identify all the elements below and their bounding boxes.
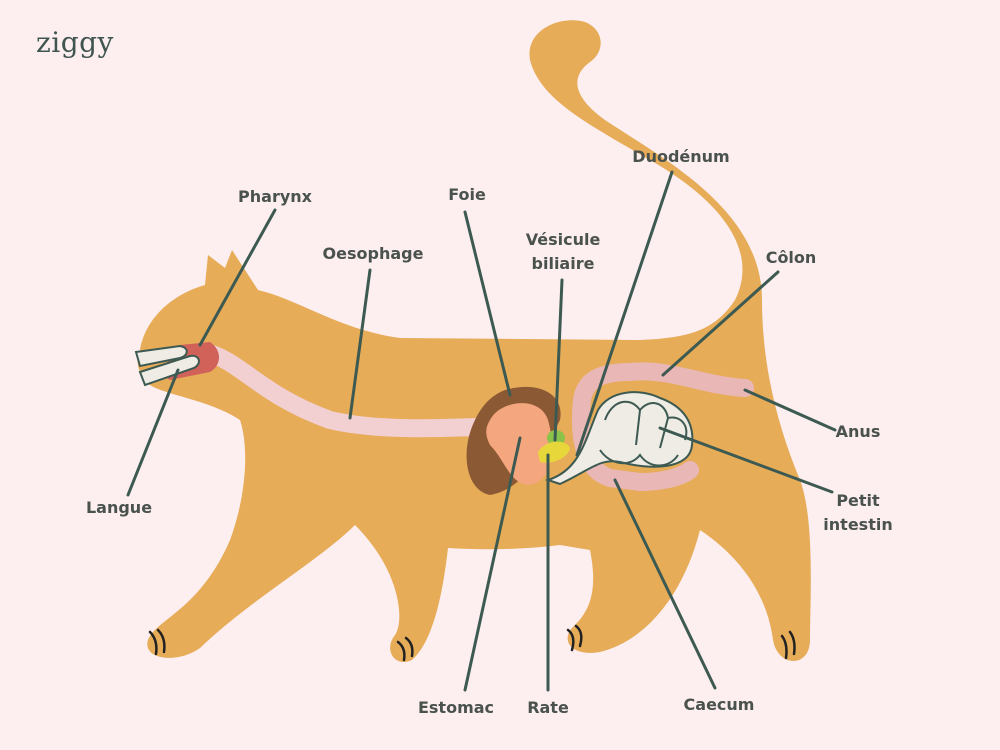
label-vesicule-biliaire: Vésicule biliaire <box>526 228 601 276</box>
label-oesophage: Oesophage <box>322 244 424 263</box>
spleen <box>538 441 570 463</box>
label-langue: Langue <box>85 498 153 517</box>
claws <box>148 624 796 662</box>
label-petit-line2: intestin <box>823 515 893 534</box>
cat-silhouette <box>137 20 811 662</box>
label-rate: Rate <box>527 698 569 717</box>
leader-lines <box>126 170 837 692</box>
label-anus: Anus <box>835 422 881 441</box>
label-vesicule-line1: Vésicule <box>525 230 601 249</box>
ziggy-logo: ziggy <box>36 26 114 59</box>
label-duodenum: Duodénum <box>632 147 730 166</box>
label-petit-intestin: Petit intestin <box>823 489 892 537</box>
label-petit-line1: Petit <box>836 491 880 510</box>
label-pharynx: Pharynx <box>238 187 312 206</box>
oesophagus <box>196 343 514 438</box>
teeth-tongue <box>134 344 200 387</box>
label-foie: Foie <box>448 185 486 204</box>
label-vesicule-line2: biliaire <box>531 254 595 273</box>
colon <box>571 362 754 492</box>
label-colon: Côlon <box>765 248 817 267</box>
label-caecum: Caecum <box>683 695 755 714</box>
label-estomac: Estomac <box>417 698 495 717</box>
